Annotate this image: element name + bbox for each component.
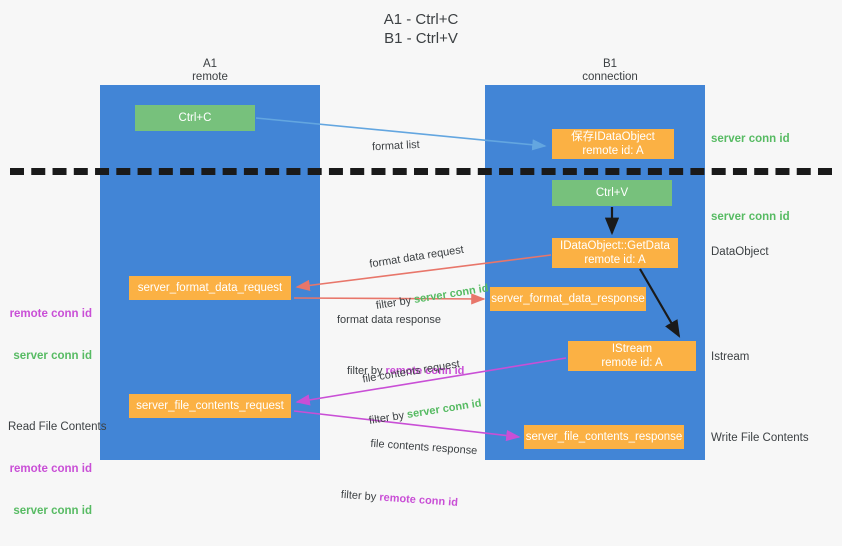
note-istream: Istream	[711, 351, 750, 363]
filter-prefix: filter by	[347, 365, 386, 377]
box-server-format-data-response[interactable]: server_format_data_response	[490, 287, 646, 311]
box-save-idataobject-line2: remote id: A	[582, 145, 644, 157]
box-idataobject-getdata-line2: remote id: A	[584, 254, 646, 266]
box-server-file-contents-response[interactable]: server_file_contents_response	[524, 425, 684, 449]
edge-label-format-data-response: format data response filter by remote co…	[337, 285, 464, 406]
note-format-remote-conn-id: remote conn id	[9, 308, 92, 320]
note-dataobject: DataObject	[711, 246, 769, 258]
box-istream-line2: remote id: A	[601, 357, 663, 369]
edge-label-format-data-request-line1: format data request	[368, 243, 465, 271]
note-format-conn-ids: remote conn id server conn id	[8, 279, 92, 391]
note-server-conn-id-mid: server conn id	[711, 211, 790, 223]
page-title: A1 - Ctrl+C B1 - Ctrl+V	[383, 11, 459, 47]
filter-prefix: filter by	[340, 488, 380, 504]
column-header-a1: A1 remote	[192, 58, 228, 83]
box-server-format-data-request-label: server_format_data_request	[137, 282, 283, 294]
note-write-file-contents: Write File Contents	[711, 432, 809, 444]
box-save-idataobject-line1: 保存IDataObject	[571, 131, 655, 143]
box-istream-line1: IStream	[611, 343, 653, 355]
note-file-remote-conn-id: remote conn id	[9, 463, 92, 475]
phase-divider	[10, 168, 832, 175]
edge-label-format-data-response-line1: format data response	[337, 314, 441, 326]
box-ctrl-v[interactable]: Ctrl+V	[552, 180, 672, 206]
box-server-file-contents-request-label: server_file_contents_request	[136, 400, 284, 412]
note-read-file-contents-group: Read File Contents remote conn id server…	[8, 392, 107, 546]
note-format-server-conn-id: server conn id	[13, 350, 92, 362]
box-ctrl-c[interactable]: Ctrl+C	[135, 105, 255, 131]
filter-value-remote-conn-id: remote conn id	[385, 365, 465, 377]
note-read-file-contents-heading: Read File Contents	[8, 421, 107, 433]
box-server-file-contents-response-label: server_file_contents_response	[525, 431, 683, 443]
note-server-conn-id-top: server conn id	[711, 133, 790, 145]
box-server-format-data-request[interactable]: server_format_data_request	[129, 276, 291, 300]
edge-label-format-list-text: format list	[371, 138, 420, 154]
box-server-file-contents-request[interactable]: server_file_contents_request	[129, 394, 291, 418]
box-server-format-data-response-label: server_format_data_response	[491, 293, 645, 305]
box-idataobject-getdata[interactable]: IDataObject::GetData remote id: A	[552, 238, 678, 268]
box-istream[interactable]: IStream remote id: A	[568, 341, 696, 371]
box-idataobject-getdata-line1: IDataObject::GetData	[560, 240, 670, 252]
column-header-b1: B1 connection	[582, 58, 638, 83]
edge-label-file-contents-response-filter: filter by remote conn id	[340, 488, 474, 511]
edge-label-file-contents-response-line1: file contents response	[370, 437, 478, 458]
edge-label-format-data-response-filter: filter by remote conn id	[347, 364, 464, 378]
box-ctrl-c-label: Ctrl+C	[178, 112, 212, 124]
edge-label-format-list: format list	[370, 110, 421, 182]
diagram-canvas: A1 - Ctrl+C B1 - Ctrl+V A1 remote B1 con…	[8, 11, 832, 517]
edge-label-file-contents-response: file contents response filter by remote …	[338, 407, 479, 539]
note-file-server-conn-id: server conn id	[13, 505, 92, 517]
box-ctrl-v-label: Ctrl+V	[595, 187, 629, 199]
filter-value-remote-conn-id: remote conn id	[378, 491, 459, 509]
box-save-idataobject[interactable]: 保存IDataObject remote id: A	[552, 129, 674, 159]
edge-label-file-contents-request-line1: file contents request	[361, 358, 461, 386]
